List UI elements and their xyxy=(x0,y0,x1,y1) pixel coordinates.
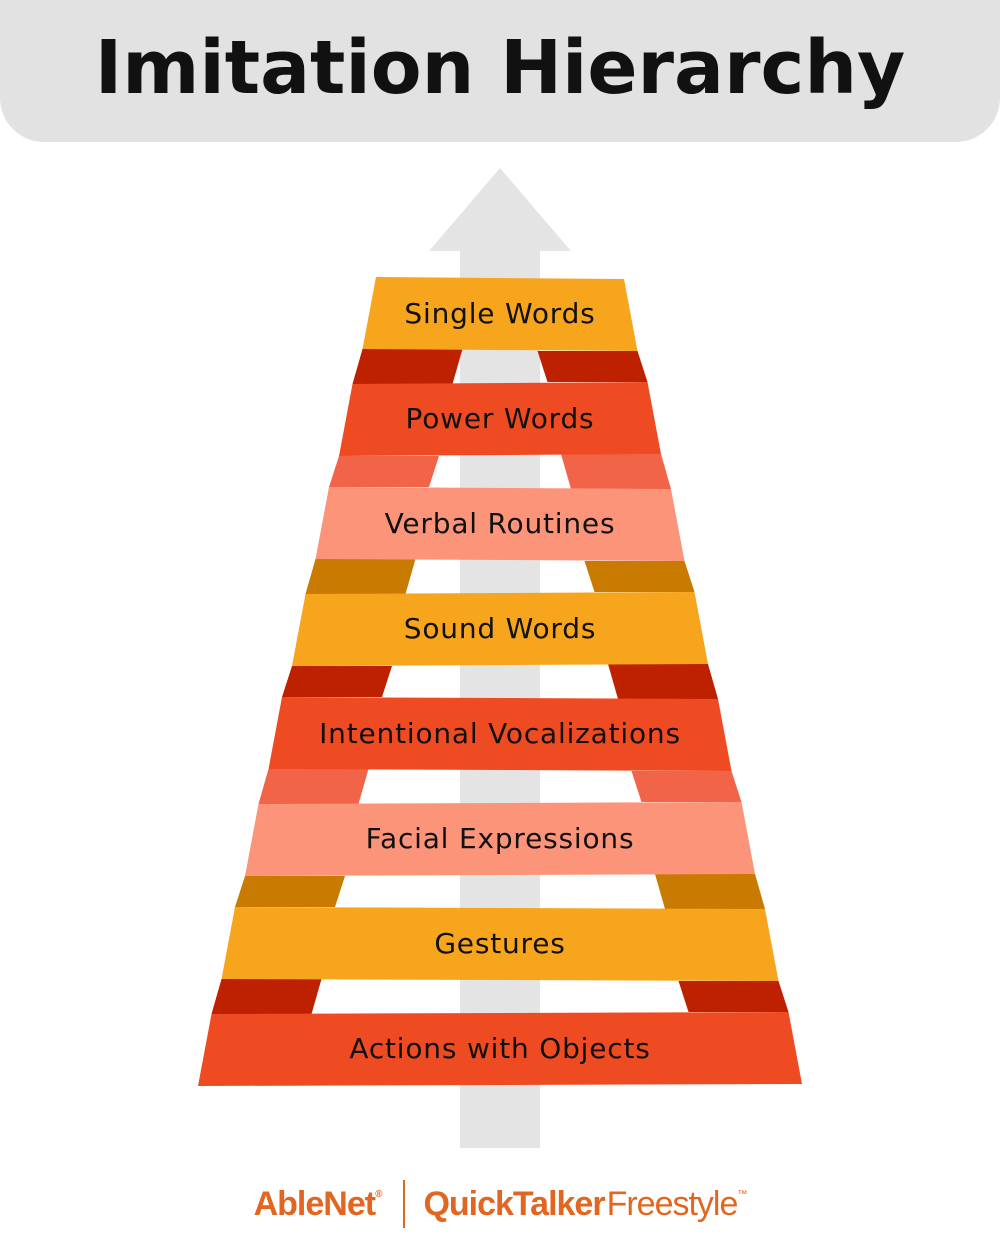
connector-left xyxy=(235,876,345,907)
level-band xyxy=(362,277,638,351)
level-single-words: Single Words xyxy=(362,277,638,351)
page-title: Imitation Hierarchy xyxy=(94,25,906,111)
level-label: Sound Words xyxy=(404,612,596,645)
level-label: Single Words xyxy=(404,297,595,330)
connector-right xyxy=(584,561,695,592)
level-label: Facial Expressions xyxy=(366,822,635,855)
level-band xyxy=(221,907,779,981)
connector-right xyxy=(678,981,789,1012)
level-gestures: Gestures xyxy=(221,907,779,981)
connector-right xyxy=(537,351,648,382)
level-intentional-vocalizations: Intentional Vocalizations xyxy=(268,697,732,771)
connector-left xyxy=(352,349,463,384)
ablenet-logo: AbleNet® xyxy=(253,1184,383,1223)
level-label: Power Words xyxy=(406,402,595,435)
connector-left xyxy=(211,979,322,1014)
level-power-words: Power Words xyxy=(339,382,661,456)
connector-right xyxy=(655,874,765,909)
level-verbal-routines: Verbal Routines xyxy=(315,487,685,561)
level-actions-with-objects: Actions with Objects xyxy=(198,1012,802,1086)
level-band xyxy=(198,1012,802,1086)
level-facial-expressions: Facial Expressions xyxy=(245,802,755,876)
connector-left xyxy=(305,559,416,594)
level-band xyxy=(245,802,755,876)
arrow-head xyxy=(429,168,571,251)
band-connectors xyxy=(211,349,789,1014)
brand-footer: AbleNet® QuickTalkerFreestyle™ xyxy=(0,1178,1000,1230)
title-banner: Imitation Hierarchy xyxy=(0,0,1000,142)
connector-right xyxy=(631,771,742,802)
level-label: Gestures xyxy=(434,927,565,960)
connector-left xyxy=(258,769,369,804)
level-band xyxy=(292,592,708,666)
connector-right xyxy=(608,664,718,699)
level-label: Verbal Routines xyxy=(385,507,616,540)
brand-divider xyxy=(403,1180,406,1228)
connector-left xyxy=(329,456,439,487)
level-band xyxy=(268,697,732,771)
level-sound-words: Sound Words xyxy=(292,592,708,666)
level-label: Actions with Objects xyxy=(349,1032,650,1065)
level-label: Intentional Vocalizations xyxy=(319,717,681,750)
quicktalker-logo: QuickTalkerFreestyle™ xyxy=(423,1184,747,1223)
connector-right xyxy=(561,454,671,489)
level-band xyxy=(315,487,685,561)
level-band xyxy=(339,382,661,456)
connector-left xyxy=(282,666,392,697)
